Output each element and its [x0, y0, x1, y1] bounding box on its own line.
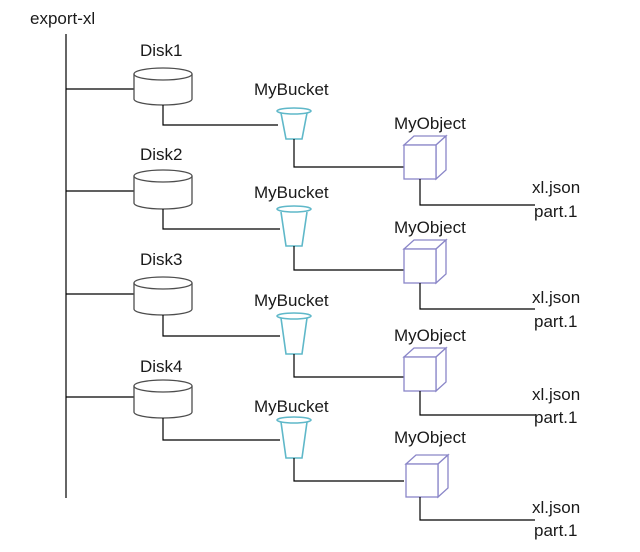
file-label-part-1: part.1 [534, 202, 577, 221]
object-label: MyObject [394, 114, 466, 133]
object-label: MyObject [394, 326, 466, 345]
root-label: export-xl [30, 9, 95, 28]
object-to-files-line [419, 179, 535, 206]
bucket-label: MyBucket [254, 183, 329, 202]
bucket-to-object-line [293, 354, 404, 378]
object-cube-icon [402, 346, 448, 393]
disk-to-bucket-line [162, 105, 278, 126]
object-label: MyObject [394, 218, 466, 237]
disk-label: Disk3 [140, 250, 183, 269]
object-cube-icon [402, 134, 448, 181]
object-to-files-line [419, 497, 535, 521]
bucket-to-object-line [293, 458, 404, 482]
disk-to-bucket-line [162, 418, 280, 441]
bucket-icon [276, 312, 312, 355]
disk-group-2: Disk2 MyBucket MyObject xl.json part.1 [133, 145, 580, 331]
disk-label: Disk2 [140, 145, 183, 164]
disk-cylinder-icon [133, 379, 193, 419]
bucket-icon [276, 107, 312, 140]
bucket-to-object-line [293, 139, 404, 168]
disk-group-3: Disk3 MyBucket MyObject xl.json part.1 [133, 250, 580, 427]
file-label-xl-json: xl.json [532, 385, 580, 404]
disk-group-4: Disk4 MyBucket MyObject xl.json part.1 [133, 357, 580, 540]
bucket-label: MyBucket [254, 80, 329, 99]
disk-label: Disk4 [140, 357, 183, 376]
bucket-label: MyBucket [254, 397, 329, 416]
disk-cylinder-icon [133, 169, 193, 210]
bucket-icon [276, 416, 312, 459]
object-label: MyObject [394, 428, 466, 447]
disk-cylinder-icon [133, 67, 193, 106]
object-cube-icon [402, 238, 448, 285]
file-label-xl-json: xl.json [532, 178, 580, 197]
disk-to-bucket-line [162, 315, 280, 337]
disk-group-1: Disk1 MyBucket MyObject xl.json part.1 [133, 41, 580, 221]
disk-to-bucket-line [162, 209, 280, 230]
object-to-files-line [419, 391, 535, 416]
bucket-icon [276, 205, 312, 247]
bucket-to-object-line [293, 246, 404, 271]
object-to-files-line [419, 283, 535, 310]
file-label-part-1: part.1 [534, 521, 577, 540]
file-label-part-1: part.1 [534, 408, 577, 427]
bucket-label: MyBucket [254, 291, 329, 310]
file-label-xl-json: xl.json [532, 498, 580, 517]
file-label-part-1: part.1 [534, 312, 577, 331]
disk-label: Disk1 [140, 41, 183, 60]
file-label-xl-json: xl.json [532, 288, 580, 307]
object-cube-icon [404, 453, 450, 499]
disk-cylinder-icon [133, 276, 193, 316]
